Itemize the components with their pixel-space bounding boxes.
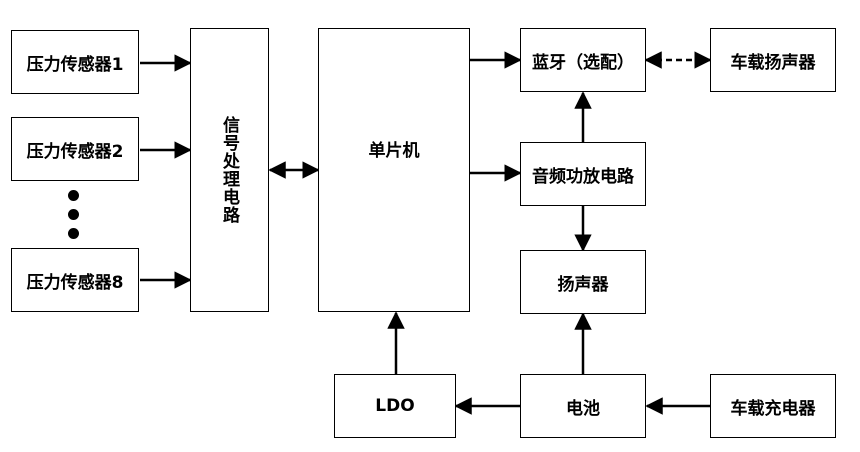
- block-pressure-sensor-8: 压力传感器8: [11, 248, 139, 312]
- block-car-speaker: 车载扬声器: [710, 28, 836, 92]
- ellipsis-dot: [68, 190, 79, 201]
- block-ldo: LDO: [334, 374, 456, 438]
- block-label: 压力传感器2: [26, 141, 124, 162]
- block-label: 单片机: [368, 140, 420, 161]
- block-audio-amplifier: 音频功放电路: [520, 142, 646, 206]
- block-label: 车载扬声器: [730, 52, 816, 73]
- block-label: 车载充电器: [730, 398, 816, 419]
- block-label: 扬声器: [557, 274, 609, 295]
- block-label: 蓝牙（选配）: [532, 52, 634, 73]
- block-label: 音频功放电路: [532, 166, 634, 187]
- block-pressure-sensor-2: 压力传感器2: [11, 117, 139, 181]
- block-label: 压力传感器1: [26, 54, 124, 75]
- block-car-charger: 车载充电器: [710, 374, 836, 438]
- block-bluetooth: 蓝牙（选配）: [520, 28, 646, 92]
- block-pressure-sensor-1: 压力传感器1: [11, 30, 139, 94]
- block-label: LDO: [375, 396, 415, 416]
- block-mcu: 单片机: [318, 28, 470, 312]
- block-label: 信号处理电路: [219, 116, 239, 224]
- block-signal-processing: 信号处理电路: [190, 28, 269, 312]
- ellipsis-dot: [68, 209, 79, 220]
- block-label: 电池: [566, 398, 600, 419]
- block-battery: 电池: [520, 374, 646, 438]
- block-speaker: 扬声器: [520, 250, 646, 314]
- block-label: 压力传感器8: [26, 272, 124, 293]
- ellipsis-dot: [68, 228, 79, 239]
